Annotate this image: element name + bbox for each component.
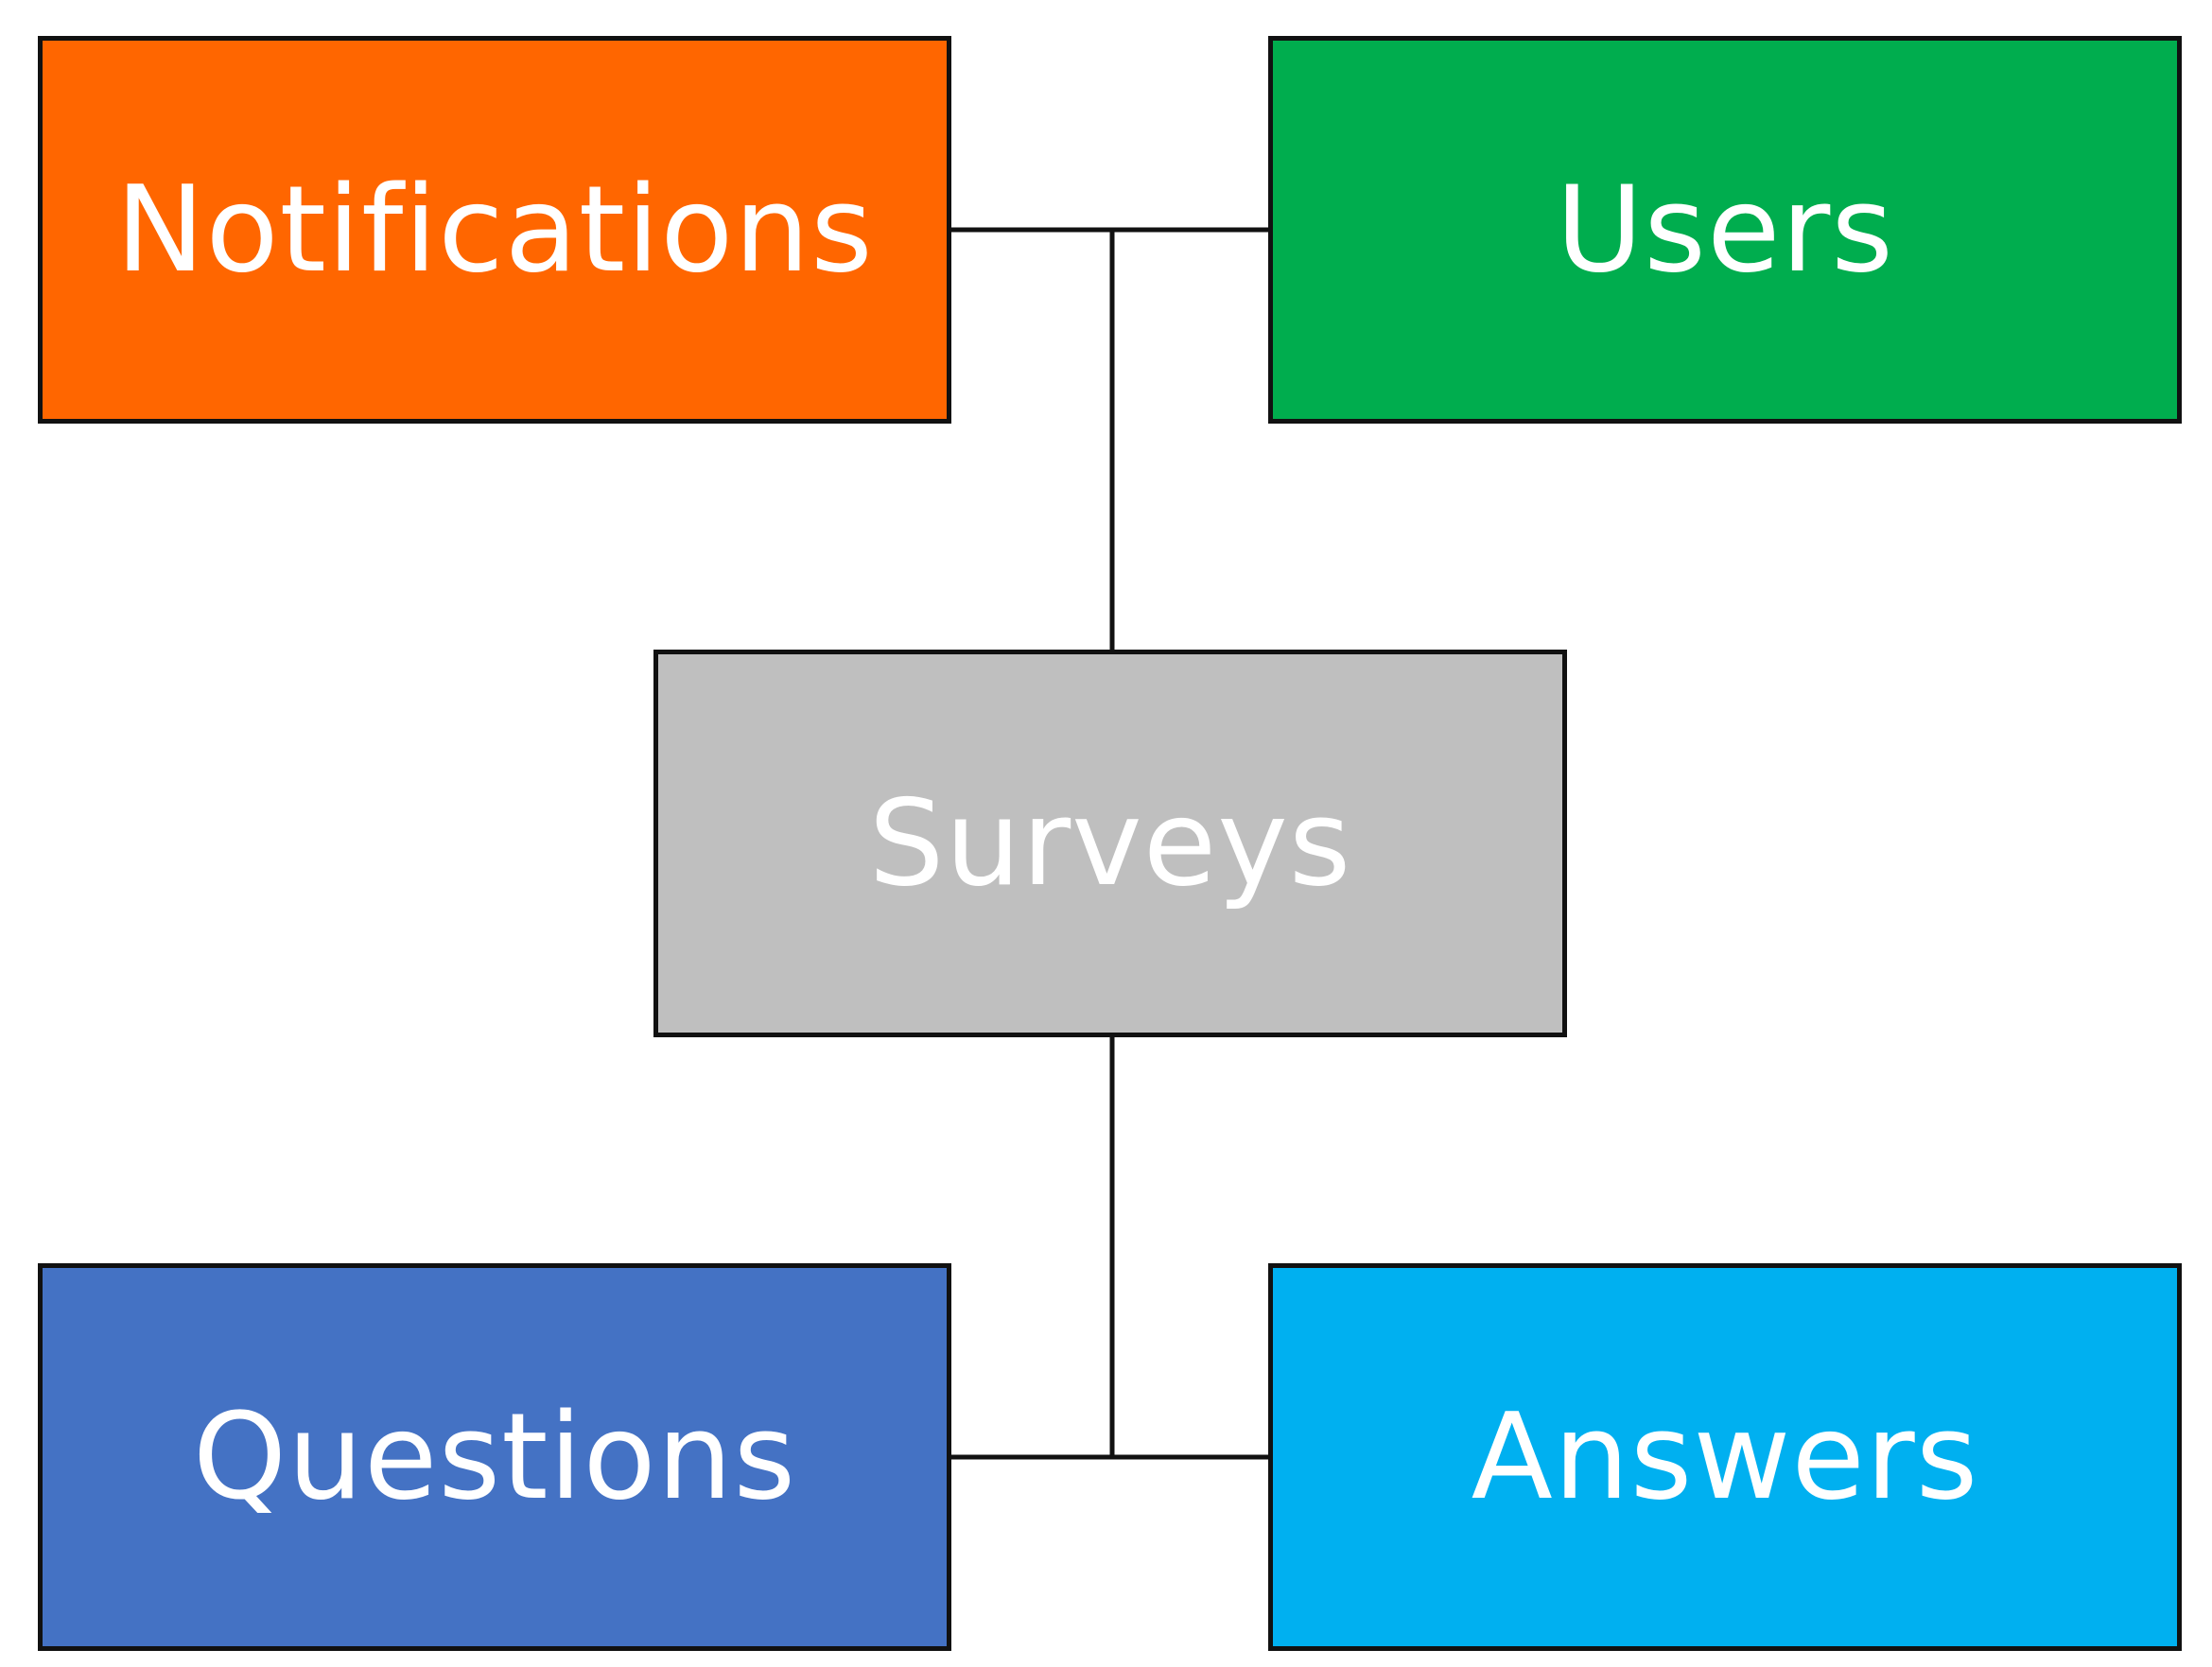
notifications-box: Notifications [38,36,951,424]
surveys-label: Surveys [868,773,1352,912]
users-box: Users [1268,36,2182,424]
notifications-label: Notifications [115,160,874,299]
answers-box: Answers [1268,1263,2182,1651]
users-label: Users [1556,160,1894,299]
answers-label: Answers [1471,1387,1979,1526]
surveys-box: Surveys [653,650,1567,1037]
questions-box: Questions [38,1263,951,1651]
questions-label: Questions [192,1387,797,1526]
